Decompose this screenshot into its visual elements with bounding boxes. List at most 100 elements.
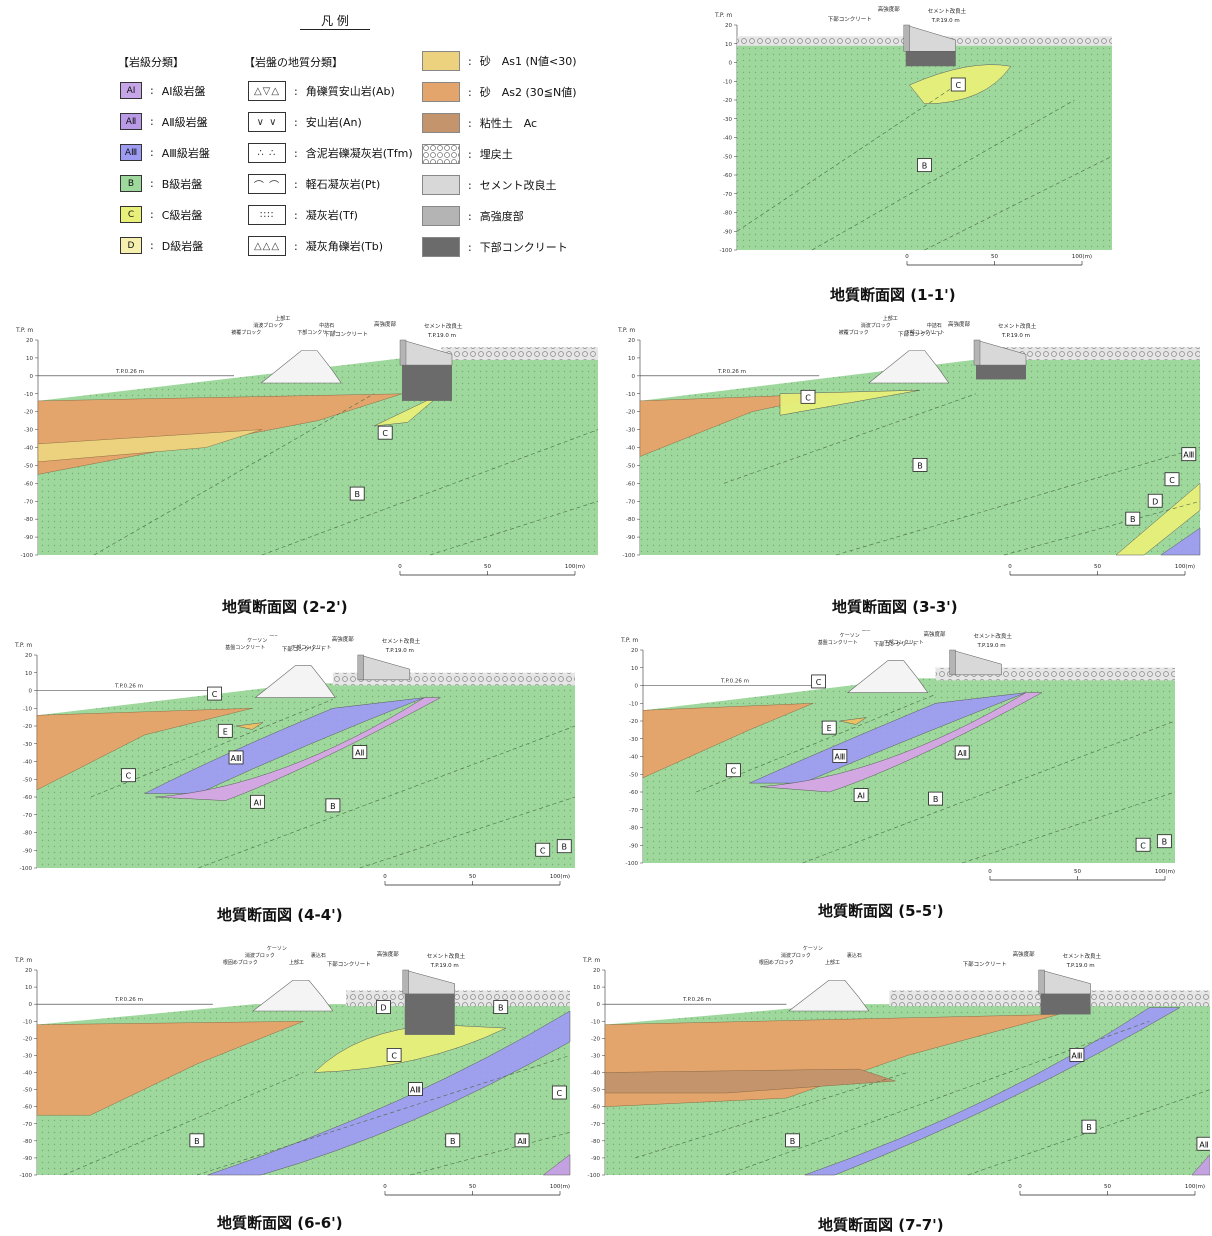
label-caisson: ケーソン — [267, 945, 287, 952]
grade-swatch: C — [120, 206, 142, 223]
grade-label-box — [1081, 1119, 1097, 1134]
grade-label-box — [785, 1133, 800, 1148]
axis-tick-label: -70 — [24, 499, 33, 505]
water-level-label: T.P.0.26 m — [114, 997, 143, 1003]
sediment-layer — [37, 429, 263, 463]
axis-tick-label: -30 — [723, 117, 732, 123]
grade-label-aiii: AⅢ — [1071, 1051, 1082, 1060]
grade-label: D級岩盤 — [161, 239, 204, 253]
label-high-strength: 高強度部 — [377, 950, 400, 958]
geology-pattern: △▽△ — [248, 81, 286, 101]
axis-tick-label: -80 — [591, 1139, 600, 1145]
label-lower-concrete: 下部コンクリート — [291, 644, 331, 651]
label-lower-concrete: 下部コンクリート — [327, 960, 371, 968]
axis-tick-label: -80 — [723, 211, 732, 217]
axis-tick-label: -100 — [623, 553, 636, 559]
legend-material-item: :粘性土 Ac — [422, 113, 537, 133]
section-svg: T.P. m20100-10-20-30-40-50-60-70-80-90-1… — [15, 315, 599, 576]
rock-grade-header: 【岩級分類】 — [118, 56, 184, 69]
grade-label-box — [853, 788, 869, 802]
axis-tick-label: -90 — [629, 843, 638, 849]
axis-unit: T.P. m — [15, 327, 33, 334]
axis-tick-label: 10 — [25, 671, 32, 677]
axis-tick-label: -60 — [723, 173, 732, 179]
scale-label: 0 — [383, 874, 387, 880]
legend-geology-item: ∶∶∶∶:凝灰岩(Tf) — [248, 205, 358, 225]
label-crest-level: T.P.19.0 m — [1001, 333, 1030, 339]
grade-label-c: C — [126, 772, 132, 781]
grade-label-c: C — [1140, 841, 1146, 850]
axis-tick-label: 20 — [593, 968, 600, 974]
material-swatch — [422, 144, 460, 164]
legend-material-item: :砂 As2 (30≦N値) — [422, 82, 577, 102]
grade-label-box — [821, 720, 837, 735]
legend-grade-aii: AⅡ:AⅡ級岩盤 — [120, 113, 208, 130]
axis-tick-label: -90 — [23, 848, 32, 854]
grade-label-b: B — [1130, 515, 1136, 524]
axis-tick-label: -40 — [24, 446, 33, 452]
grade-label-box — [1181, 447, 1197, 462]
scale-label: 0 — [988, 869, 992, 875]
water-level-label: T.P.0.26 m — [114, 684, 143, 690]
label-upper-work: 上部工 — [269, 635, 284, 637]
label-upper-work: 上部工 — [862, 630, 877, 632]
sediment-layer — [639, 393, 837, 457]
axis-tick-label: -40 — [23, 1071, 32, 1077]
grade-label: AⅡ級岩盤 — [161, 115, 208, 129]
scale-label: 50 — [484, 564, 491, 570]
axis-tick-label: -100 — [20, 866, 33, 872]
legend-geology-item: ⌒ ⌒:軽石凝灰岩(Pt) — [248, 174, 380, 194]
label-cover-block: 被覆ブロック — [231, 329, 261, 336]
axis-unit: T.P. m — [582, 957, 600, 964]
label-high-strength: 高強度部 — [1013, 950, 1036, 958]
axis-tick-label: -10 — [629, 701, 638, 707]
grade-label-e: E — [827, 724, 832, 733]
grade-label-box — [207, 686, 222, 701]
grade-label-b: B — [450, 1137, 456, 1146]
grade-label-box — [217, 723, 233, 738]
high-strength-part — [399, 339, 407, 366]
axis-tick-label: -60 — [24, 481, 33, 487]
label-lower-concrete: 下部コンクリート — [963, 960, 1007, 968]
material-label: 砂 As1 (N値<30) — [479, 55, 577, 68]
legend-geology-item: ∨ ∨:安山岩(An) — [248, 112, 362, 132]
grade-label-box — [726, 763, 741, 778]
grade-label-c: C — [816, 678, 822, 687]
geology-label: 安山岩(An) — [305, 116, 362, 129]
grade-label-box — [250, 794, 265, 809]
grade-label-box — [551, 1085, 567, 1100]
label-cement: セメント改良土 — [382, 637, 421, 645]
axis-unit: T.P. m — [14, 642, 32, 649]
label-high-strength: 高強度部 — [332, 635, 355, 643]
cement-improved-soil — [359, 654, 411, 681]
cement-improved-soil — [975, 339, 1027, 366]
water-level-label: T.P.0.26 m — [682, 997, 711, 1003]
axis-tick-label: -30 — [23, 1053, 32, 1059]
axis-tick-label: -70 — [23, 813, 32, 819]
grade-label-aiii: AⅢ — [834, 753, 845, 762]
breakwater — [787, 979, 870, 1012]
grade-label: C級岩盤 — [161, 208, 203, 222]
grade-swatch: B — [120, 175, 142, 192]
axis-tick-label: 20 — [25, 653, 32, 659]
label-lower-concrete: 下部コンクリート — [324, 330, 368, 338]
grade-label-aii: AⅡ — [355, 749, 364, 758]
axis-tick-label: -30 — [23, 742, 32, 748]
axis-tick-label: 0 — [29, 1002, 33, 1008]
depth-axis: T.P. m20100-10-20-30-40-50-60-70-80-90-1… — [14, 957, 38, 1179]
axis-tick-label: -20 — [626, 410, 635, 416]
rock-zone-c — [1115, 482, 1201, 556]
legend-geology-item: △△△:凝灰角礫岩(Tb) — [248, 236, 383, 256]
grade-label-aiii: AⅢ — [231, 754, 242, 763]
sediment-layer — [36, 708, 253, 791]
legend-title: 凡 例 — [300, 12, 370, 30]
axis-tick-label: 0 — [29, 689, 33, 695]
scale-label: 50 — [469, 1184, 476, 1190]
axis-tick-label: -10 — [723, 79, 732, 85]
